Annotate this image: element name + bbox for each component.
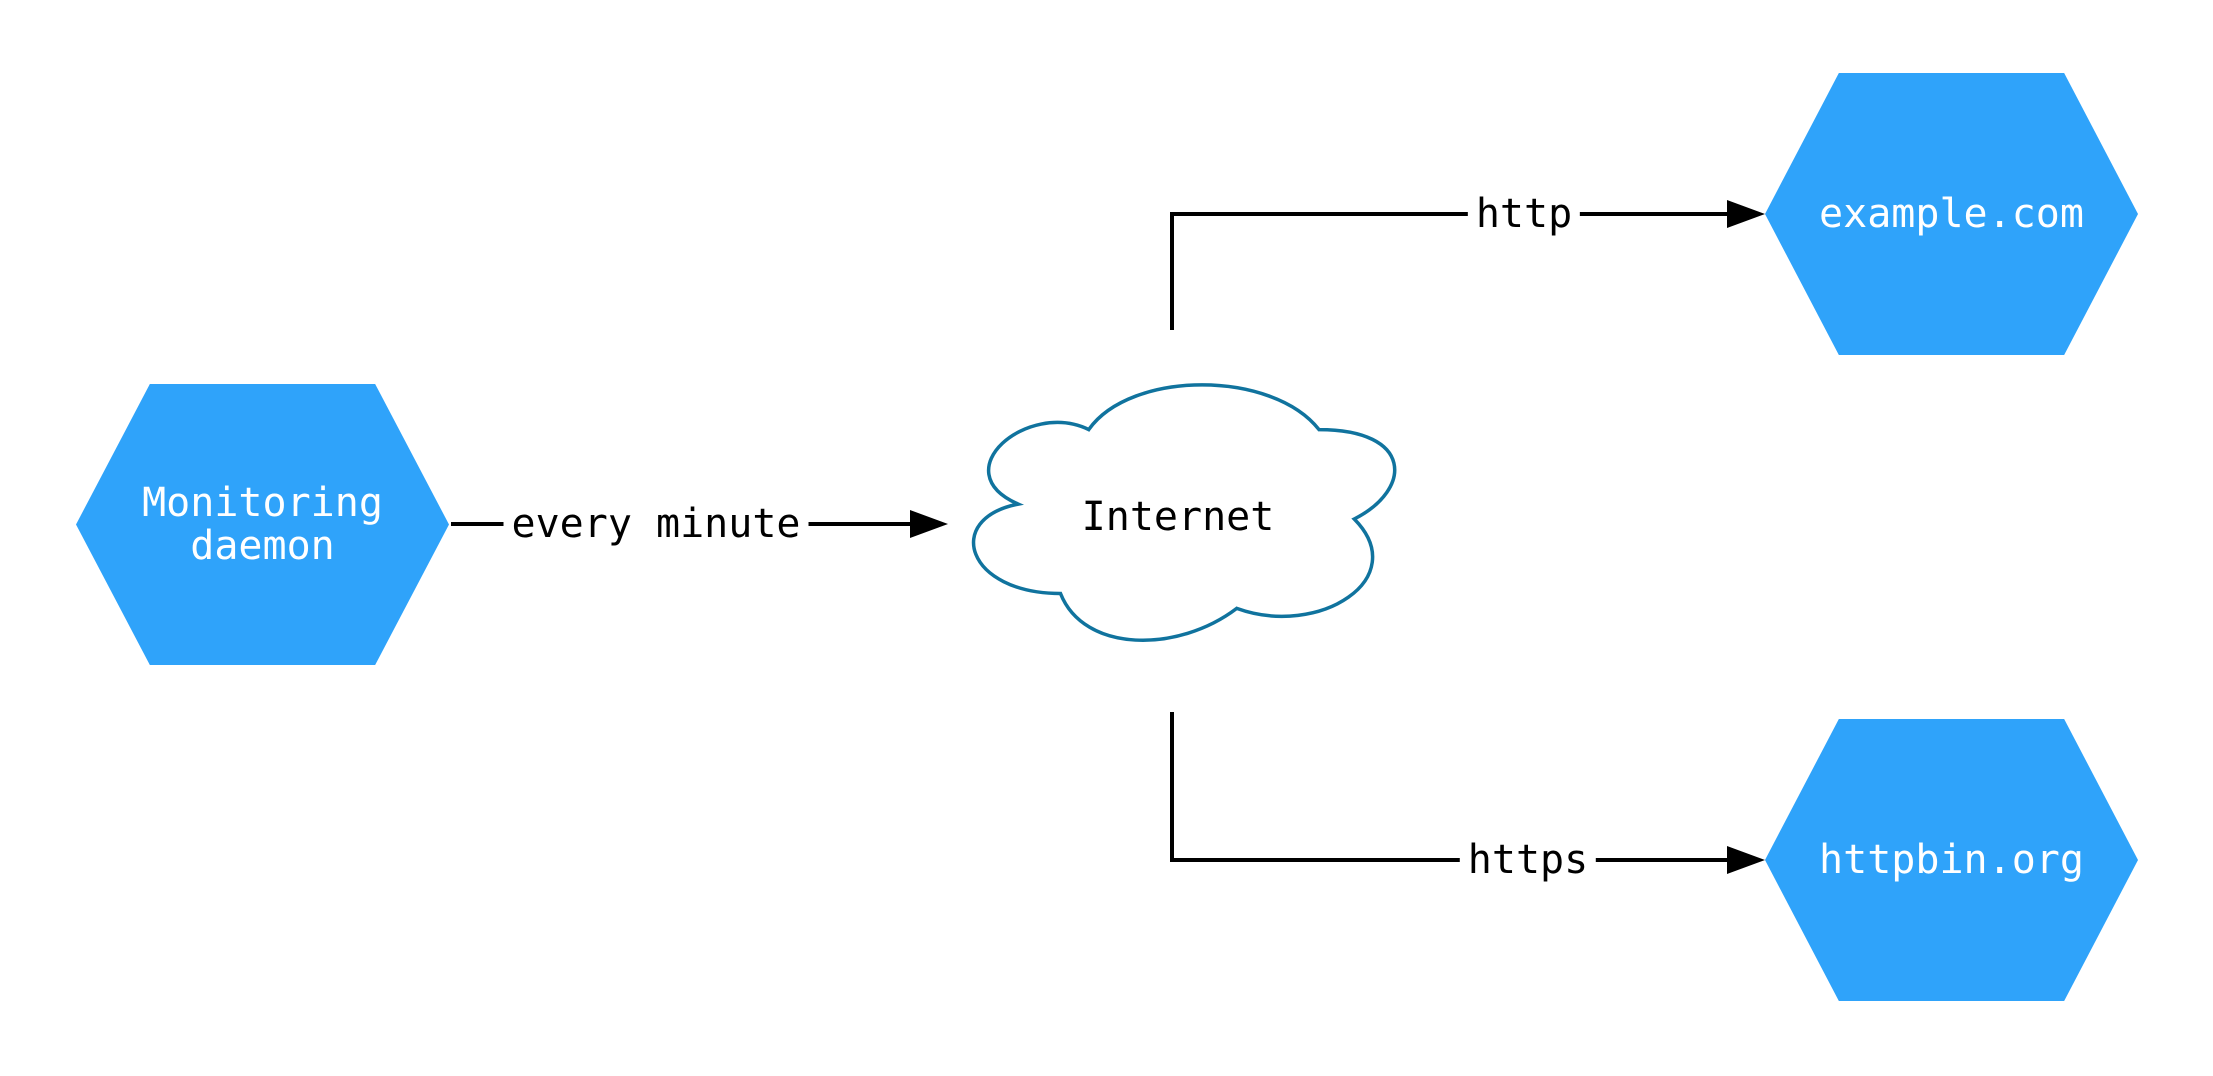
cloud-icon [972, 383, 1397, 642]
node-monitoring-daemon-label: Monitoring daemon [142, 479, 383, 569]
arrowhead-icon [1727, 200, 1765, 228]
node-example-com-label: example.com [1819, 190, 2084, 237]
edge-label-every-minute: every minute [503, 501, 809, 547]
node-httpbin-org-label: httpbin.org [1819, 836, 2084, 883]
arrowhead-icon [910, 510, 948, 538]
edge-internet-to-httpbin-line [1170, 712, 1733, 862]
arrowhead-icon [1727, 846, 1765, 874]
node-internet-label: Internet [1081, 494, 1275, 540]
edge-label-http: http [1467, 191, 1581, 237]
node-example-com: example.com [1765, 73, 2138, 355]
edge-internet-to-example-line [1170, 212, 1733, 330]
edge-label-https: https [1459, 837, 1597, 883]
node-monitoring-daemon: Monitoring daemon [76, 384, 449, 665]
node-httpbin-org: httpbin.org [1765, 719, 2138, 1001]
